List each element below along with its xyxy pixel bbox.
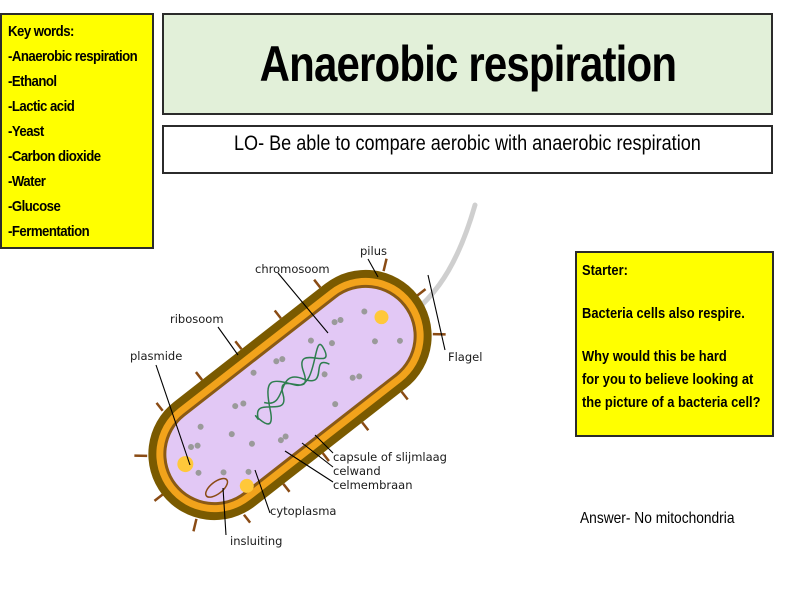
label-cytoplasm: cytoplasma [270, 504, 336, 518]
keyword-item: -Water [8, 173, 46, 190]
inclusion [177, 456, 194, 473]
keyword-item: -Fermentation [8, 223, 90, 240]
inclusion [374, 310, 389, 325]
cytoplasm [166, 287, 414, 503]
label-ribosome: ribosoom [170, 312, 224, 326]
starter-question-line: the picture of a bacteria cell? [582, 394, 761, 411]
chromosome [254, 343, 327, 425]
page-title: Anaerobic respiration [259, 36, 676, 92]
starter-heading: Starter: [582, 262, 628, 279]
label-pilus: pilus [360, 244, 387, 258]
label-inclusion: insluiting [230, 534, 282, 548]
title-banner: Anaerobic respiration [162, 13, 773, 115]
label-flagellum: Flagel [448, 350, 482, 364]
starter-question-line: Why would this be hard [582, 348, 727, 365]
learning-objective-text: LO- Be able to compare aerobic with anae… [234, 132, 701, 155]
label-cell-wall: celwand [333, 464, 381, 478]
keyword-item: -Ethanol [8, 73, 57, 90]
keyword-item: -Yeast [8, 123, 44, 140]
label-cell-membrane: celmembraan [333, 478, 412, 492]
learning-objective-box: LO- Be able to compare aerobic with anae… [162, 125, 773, 174]
keyword-item: -Anaerobic respiration [8, 48, 138, 65]
keywords-box: Key words: -Anaerobic respiration -Ethan… [0, 13, 154, 249]
ribosomes [188, 308, 403, 476]
starter-statement: Bacteria cells also respire. [582, 305, 745, 322]
keyword-item: -Glucose [8, 198, 61, 215]
label-chromosome: chromosoom [255, 262, 330, 276]
inclusion [239, 478, 254, 493]
starter-question-line: for you to believe looking at [582, 371, 754, 388]
keyword-item: -Carbon dioxide [8, 148, 101, 165]
starter-box: Starter: Bacteria cells also respire. Wh… [575, 251, 774, 437]
bacteria-cell-diagram: chromosoom ribosoom plasmide pilus Flage… [90, 195, 510, 565]
plasmid [204, 477, 229, 498]
label-plasmid: plasmide [130, 349, 182, 363]
label-capsule: capsule of slijmlaag [333, 450, 447, 464]
keywords-heading: Key words: [8, 23, 74, 40]
keyword-item: -Lactic acid [8, 98, 75, 115]
answer-text: Answer- No mitochondria [580, 510, 735, 527]
